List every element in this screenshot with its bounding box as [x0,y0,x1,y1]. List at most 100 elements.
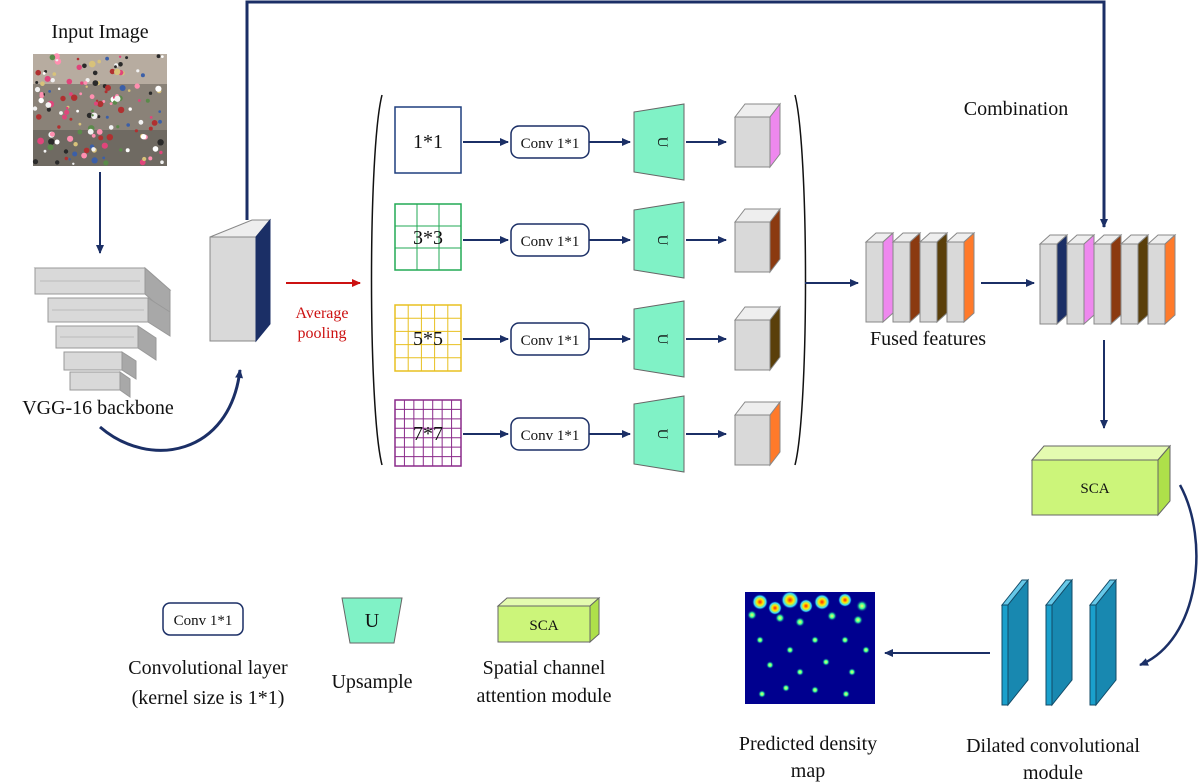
crowd-person-dot [91,114,94,117]
crowd-person-dot [37,137,44,145]
upsample-4-label: U [654,429,670,440]
crowd-person-dot [109,68,116,75]
crowd-person-dot [91,147,96,152]
crowd-person-dot [49,131,55,137]
grid-1x1-label: 1*1 [413,131,443,153]
legend-sca-box-label: SCA [529,618,558,634]
legend-sca-shape [496,596,601,644]
vgg16-backbone-stack [33,266,172,398]
density-hotspot [827,611,837,621]
crowd-person-dot [128,107,132,111]
crowd-person-dot [142,156,147,162]
crowd-person-dot [83,147,90,154]
crowd-person-dot [42,72,46,75]
density-hotspot [781,591,799,609]
conv-box-3-label: Conv 1*1 [521,333,580,349]
crowd-person-dot [92,80,99,86]
crowd-person-dot [48,90,51,93]
upsample-1 [633,103,685,181]
crowd-person-dot [36,114,42,120]
density-hotspot [814,594,830,610]
arrow-skip-connection [245,0,1108,228]
combination-stack [1038,233,1177,326]
average-pooling-label-line2: pooling [298,325,347,342]
crowd-person-dot [57,87,61,91]
crowd-person-dot [76,64,82,71]
crowd-person-dot [82,63,87,69]
crowd-person-dot [48,138,55,145]
crowd-person-dot [83,81,88,85]
crowd-person-dot [87,128,94,135]
crowd-person-dot [62,114,67,120]
crowd-person-dot [152,146,159,152]
crowd-person-dot [71,94,78,101]
dilated-label-line2: module [1023,762,1083,783]
crowd-person-dot [138,119,144,125]
legend-sca-line2: attention module [477,685,612,707]
crowd-person-dot [60,95,66,102]
crowd-person-dot [76,109,79,113]
grid-3x3 [394,203,462,271]
density-hotspot [795,617,805,627]
crowd-person-dot [96,129,103,135]
grid-7x7-label: 7*7 [413,423,443,445]
upsample-2-label: U [654,235,670,246]
crowd-person-dot [140,134,147,140]
predicted-density-map [745,591,875,704]
density-hotspot [747,610,757,620]
crowd-person-dot [32,159,39,165]
crowd-person-dot [151,120,158,126]
crowd-person-dot [103,160,109,166]
crowd-person-dot [47,144,54,151]
crowd-person-dot [72,162,75,165]
crowd-person-dot [78,122,82,126]
crowd-person-dot [109,102,113,105]
feature-map-3 [733,305,782,372]
grid-5x5-label: 5*5 [413,328,443,350]
density-hotspot [856,600,868,612]
crowd-person-dot [148,91,153,95]
crowd-person-dot [119,148,123,152]
crowd-person-dot [157,139,164,146]
crowd-person-dot [63,149,69,154]
crowd-person-dot [76,57,80,61]
crowd-person-dot [105,84,111,91]
upsample-3-label: U [654,334,670,345]
crowd-person-dot [125,148,130,153]
grid-3x3-lines [395,204,461,270]
crowd-person-dot [67,135,74,142]
crowd-person-dot [65,106,69,110]
density-label-line2: map [791,760,825,782]
upsample-4 [633,395,685,473]
grid-5x5 [394,304,462,372]
crowd-person-dot [44,75,51,82]
crowd-person-dot [134,83,140,89]
crowd-person-dot [104,90,108,94]
average-pooling-label-line1: Average [296,305,349,322]
legend: Conv 1*1 Convolutional layer (kernel siz… [128,596,612,709]
crowd-person-dot [160,55,164,58]
crowd-person-dot [118,62,123,67]
crowd-person-dot [69,117,73,121]
grid-7x7-lines [395,400,461,466]
density-hotspot [752,594,768,610]
branch-1x1: 1*1 Conv 1*1 U [394,102,782,181]
upsample-1-label: U [654,137,670,148]
crowd-person-dot [32,106,38,111]
density-hotspot [811,636,819,644]
legend-upsample-shape [341,597,403,644]
crowd-person-dot [159,150,163,155]
density-label-line1: Predicted density [739,733,877,755]
branch-3x3: 3*3 Conv 1*1 U [394,201,782,279]
legend-sca-line1: Spatial channel [483,657,606,679]
crowd-person-dot [125,56,129,60]
crowd-person-dot [89,94,95,100]
crowd-person-dot [79,92,83,96]
conv-box-2-label: Conv 1*1 [521,234,580,250]
grid-1x1 [394,106,462,174]
density-hotspot [782,684,790,692]
crowd-person-dot [86,112,93,119]
density-hotspot [758,690,766,698]
crowd-person-dot [80,81,84,85]
